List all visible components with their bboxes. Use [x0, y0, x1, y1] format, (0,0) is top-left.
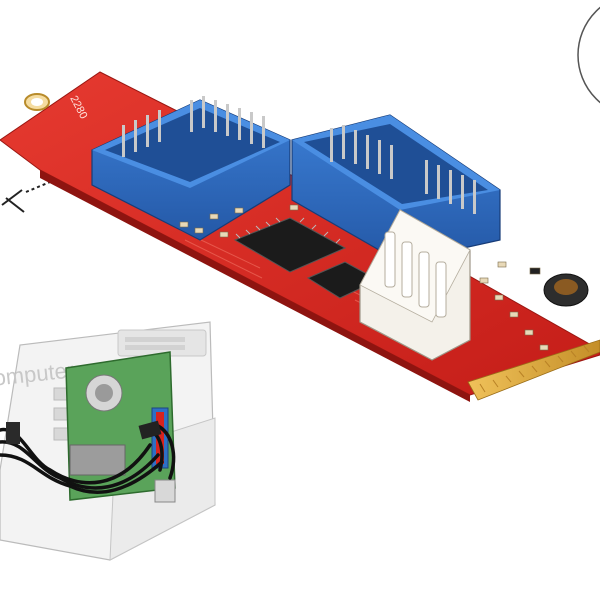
smd-components: [179, 204, 549, 351]
usb-header-connector-2: [291, 114, 501, 263]
power-connector: [359, 209, 471, 361]
cable-icon: [1, 181, 51, 213]
gold-edge-connector: [467, 339, 600, 401]
usb-header-connector-1: [91, 96, 291, 241]
controller-chip: [233, 217, 347, 273]
internal-motherboard: [65, 351, 176, 503]
zoom-circle-icon: [577, 6, 600, 104]
inductor-component: [543, 273, 589, 307]
cable-connector: [138, 420, 162, 440]
cable-connector: [6, 422, 20, 444]
